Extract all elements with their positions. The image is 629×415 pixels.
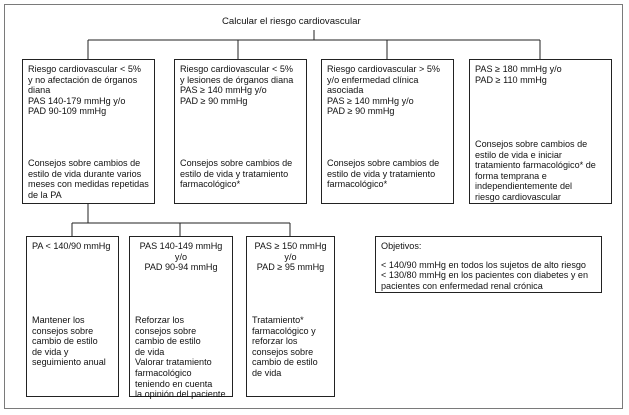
- text-line: consejos sobre: [135, 325, 197, 336]
- text-line: PAD 90-94 mmHg: [144, 262, 218, 273]
- risk-box-severe-bp-action: Consejos sobre cambios de estilo de vida…: [475, 139, 606, 203]
- text-line: teniendo en cuenta: [135, 378, 213, 389]
- text-line: y no afectación de órganos: [28, 74, 138, 85]
- risk-box-low-condition: Riesgo cardiovascular < 5% y no afectaci…: [28, 64, 149, 117]
- text-line: PAS ≥ 150 mmHg: [254, 241, 327, 251]
- risk-box-organ-damage-action: Consejos sobre cambios de estilo de vida…: [180, 158, 301, 190]
- text-line: reforzar los: [252, 336, 298, 347]
- text-line: Mantener los: [32, 315, 85, 325]
- followup-box-borderline-action: Reforzar los consejos sobre cambio de es…: [135, 315, 227, 400]
- text-line: seguimiento anual: [32, 357, 106, 368]
- text-line: independientemente del: [475, 181, 573, 192]
- risk-box-organ-damage: Riesgo cardiovascular < 5% y lesiones de…: [174, 59, 307, 204]
- risk-box-high-action: Consejos sobre cambios de estilo de vida…: [327, 158, 448, 190]
- risk-box-organ-damage-condition: Riesgo cardiovascular < 5% y lesiones de…: [180, 64, 301, 106]
- text-line: farmacológico*: [180, 179, 241, 190]
- text-line: < 130/80 mmHg en los pacientes con diabe…: [381, 270, 589, 281]
- diagram-title: Calcular el riesgo cardiovascular: [222, 16, 361, 27]
- objectives-box: Objetivos: < 140/90 mmHg en todos los su…: [375, 236, 602, 293]
- text-line: la opinión del paciente: [135, 389, 226, 400]
- risk-box-severe-bp-condition: PAS ≥ 180 mmHg y/o PAD ≥ 110 mmHg: [475, 64, 606, 85]
- text-line: Consejos sobre cambios de: [327, 158, 440, 168]
- text-line: cambio de estilo: [252, 357, 318, 368]
- risk-box-high-condition: Riesgo cardiovascular > 5% y/o enfermeda…: [327, 64, 448, 117]
- text-line: tratamiento farmacológico* de: [475, 160, 596, 171]
- text-line: cambio de estilo: [32, 336, 98, 347]
- text-line: y/o enfermedad clínica: [327, 74, 419, 85]
- followup-box-uncontrolled-action: Tratamiento* farmacológico y reforzar lo…: [252, 315, 329, 379]
- risk-box-high: Riesgo cardiovascular > 5% y/o enfermeda…: [321, 59, 454, 204]
- followup-box-controlled-action: Mantener los consejos sobre cambio de es…: [32, 315, 113, 368]
- followup-box-controlled: PA < 140/90 mmHg Mantener los consejos s…: [26, 236, 119, 397]
- text-line: Valorar tratamiento: [135, 357, 212, 368]
- text-line: consejos sobre: [32, 325, 94, 336]
- text-line: diana: [28, 85, 51, 96]
- risk-box-low-action: Consejos sobre cambios de estilo de vida…: [28, 158, 149, 200]
- text-line: PAS 140-149 mmHg: [139, 241, 223, 251]
- text-line: de vida: [252, 367, 282, 378]
- text-line: Tratamiento*: [252, 315, 304, 325]
- risk-box-low: Riesgo cardiovascular < 5% y no afectaci…: [22, 59, 155, 204]
- text-line: PAS ≥ 140 mmHg y/o: [327, 95, 414, 106]
- text-line: estilo de vida y tratamiento: [327, 168, 436, 179]
- text-line: Consejos sobre cambios de: [475, 139, 588, 149]
- text-line: PAD ≥ 95 mmHg: [256, 262, 325, 273]
- text-line: PAS ≥ 180 mmHg y/o: [475, 64, 562, 74]
- text-line: PAD ≥ 110 mmHg: [475, 74, 547, 85]
- risk-box-severe-bp: PAS ≥ 180 mmHg y/o PAD ≥ 110 mmHg Consej…: [469, 59, 612, 204]
- text-line: PAS ≥ 140 mmHg y/o: [180, 85, 267, 96]
- followup-box-borderline-condition: PAS 140-149 mmHg y/o PAD 90-94 mmHg: [135, 241, 227, 273]
- text-line: PAD ≥ 90 mmHg: [327, 106, 395, 117]
- followup-box-uncontrolled: PAS ≥ 150 mmHg y/o PAD ≥ 95 mmHg Tratami…: [246, 236, 335, 397]
- text-line: Consejos sobre cambios de: [180, 158, 293, 168]
- text-line: < 140/90 mmHg en todos los sujetos de al…: [381, 259, 586, 270]
- text-line: estilo de vida y tratamiento: [180, 168, 289, 179]
- text-line: Reforzar los: [135, 315, 185, 325]
- text-line: meses con medidas repetidas: [28, 179, 149, 190]
- text-line: y/o: [174, 251, 188, 262]
- text-line: de vida: [135, 346, 165, 357]
- text-line: PAS 140-179 mmHg y/o: [28, 95, 126, 106]
- text-line: estilo de vida e iniciar: [475, 149, 562, 160]
- text-line: PAD 90-109 mmHg: [28, 106, 107, 117]
- text-line: Riesgo cardiovascular > 5%: [327, 64, 440, 74]
- text-line: y lesiones de órganos diana: [180, 74, 294, 85]
- text-line: consejos sobre: [252, 346, 314, 357]
- text-line: asociada: [327, 85, 364, 96]
- text-line: y/o: [284, 251, 297, 262]
- text-line: PAD ≥ 90 mmHg: [180, 95, 248, 106]
- text-line: farmacológico y: [252, 325, 316, 336]
- followup-box-uncontrolled-condition: PAS ≥ 150 mmHg y/o PAD ≥ 95 mmHg: [252, 241, 329, 273]
- text-line: PA < 140/90 mmHg: [32, 241, 111, 251]
- text-line: riesgo cardiovascular: [475, 191, 561, 202]
- objectives-spacer: [381, 252, 596, 260]
- text-line: Consejos sobre cambios de: [28, 158, 141, 168]
- followup-box-controlled-condition: PA < 140/90 mmHg: [32, 241, 113, 252]
- text-line: farmacológico*: [327, 179, 388, 190]
- text-line: cambio de estilo: [135, 336, 201, 347]
- text-line: forma temprana e: [475, 170, 547, 181]
- figure-border: [4, 4, 623, 409]
- text-line: estilo de vida durante varios: [28, 168, 142, 179]
- objectives-heading: Objetivos:: [381, 241, 422, 251]
- text-line: de vida y: [32, 346, 69, 357]
- text-line: Riesgo cardiovascular < 5%: [28, 64, 141, 74]
- objectives-content: Objetivos: < 140/90 mmHg en todos los su…: [381, 241, 596, 291]
- text-line: Riesgo cardiovascular < 5%: [180, 64, 293, 74]
- text-line: de la PA: [28, 189, 62, 200]
- followup-box-borderline: PAS 140-149 mmHg y/o PAD 90-94 mmHg Refo…: [129, 236, 233, 400]
- text-line: pacientes con enfermedad renal crónica: [381, 280, 543, 291]
- text-line: farmacológico: [135, 367, 192, 378]
